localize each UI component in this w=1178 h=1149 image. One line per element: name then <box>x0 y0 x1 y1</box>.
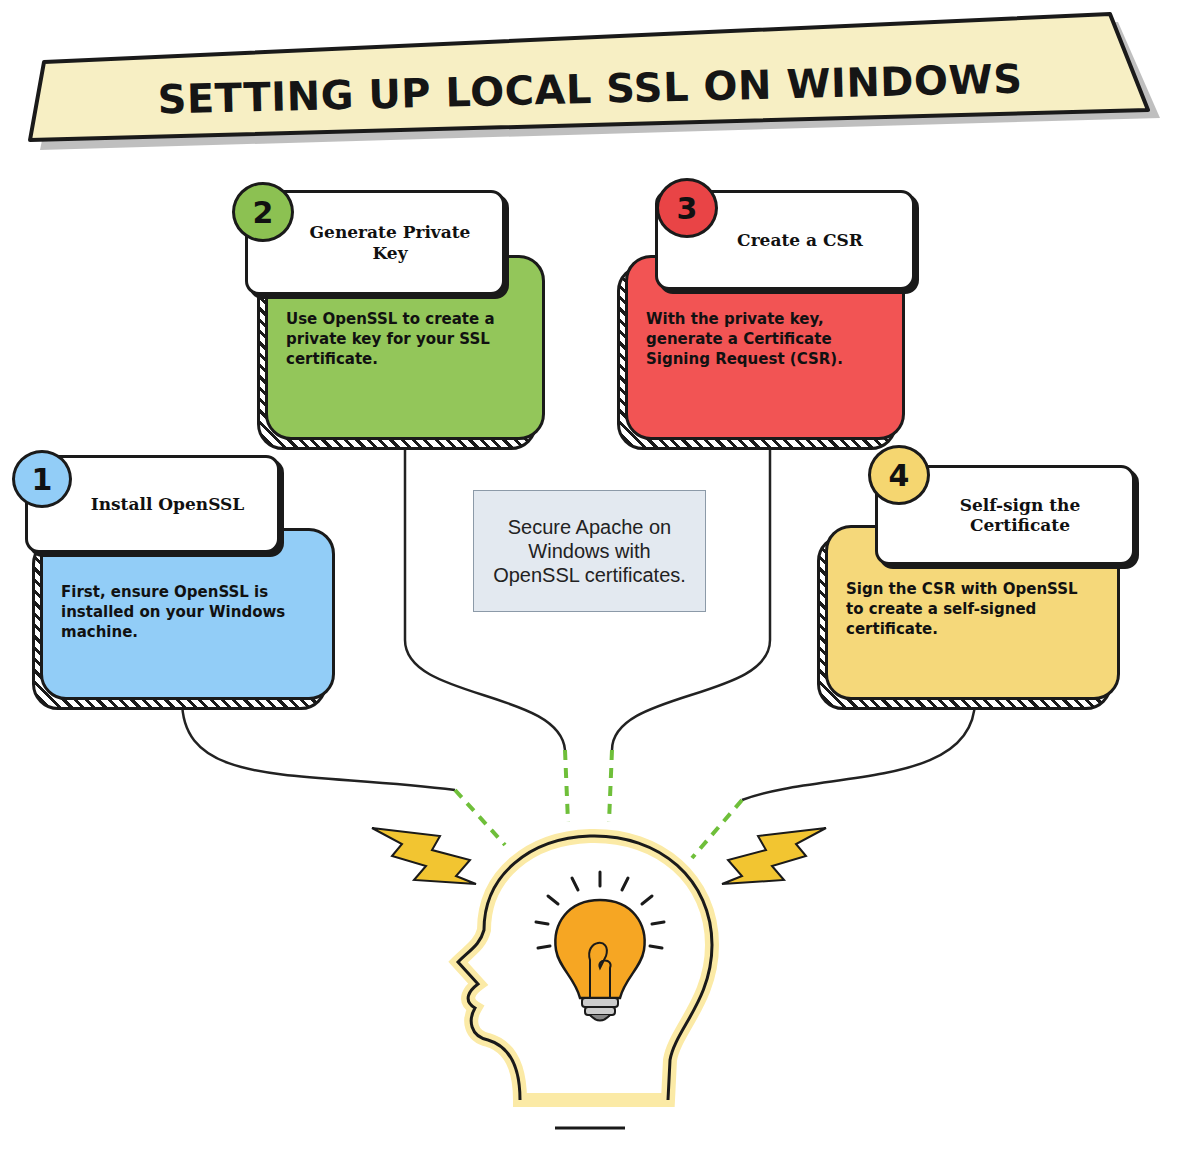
step-text: Use OpenSSL to create a private key for … <box>286 310 524 369</box>
step-title: Create a CSR <box>737 230 863 250</box>
step-number-circle: 4 <box>868 445 930 505</box>
lightning-bolt <box>722 828 826 884</box>
step-title: Generate Private Key <box>292 222 488 263</box>
step-number-circle: 1 <box>12 450 72 508</box>
step-text: Secure Apache on Windows with OpenSSL ce… <box>488 515 691 587</box>
head-glow <box>458 836 712 1100</box>
title-banner <box>30 14 1148 140</box>
head-outline <box>458 836 712 1100</box>
step-number-circle: 3 <box>656 178 718 238</box>
step-text: With the private key, generate a Certifi… <box>646 310 884 369</box>
callout-number: 1 <box>32 462 53 497</box>
callout-number: 2 <box>253 195 274 230</box>
light-bulb <box>536 872 664 1021</box>
callout-number: 3 <box>677 191 698 226</box>
step-number-circle: 2 <box>232 182 294 242</box>
step-title: Self-sign the Certificate <box>922 495 1118 536</box>
step-text: First, ensure OpenSSL is installed on yo… <box>61 583 314 642</box>
lightning-bolt <box>372 828 476 884</box>
step-body-box: First, ensure OpenSSL is installed on yo… <box>40 528 335 700</box>
callout-number: 4 <box>889 458 910 493</box>
step-title: Install OpenSSL <box>91 494 245 514</box>
step-text: Sign the CSR with OpenSSL to create a se… <box>846 580 1099 639</box>
summary-box: Secure Apache on Windows with OpenSSL ce… <box>473 490 706 612</box>
base-line <box>555 1127 625 1130</box>
